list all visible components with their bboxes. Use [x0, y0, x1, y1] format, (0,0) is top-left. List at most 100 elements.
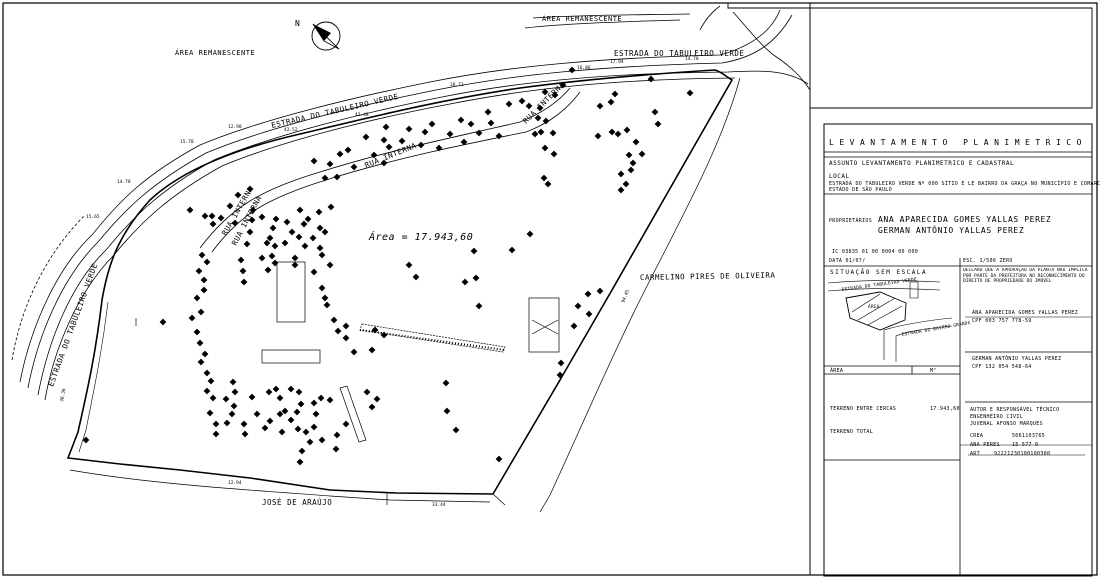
tree-marker	[200, 276, 208, 284]
tree-marker	[229, 378, 237, 386]
tree-marker	[159, 318, 167, 326]
tree-marker	[222, 395, 230, 403]
tree-marker	[310, 423, 318, 431]
tree-marker	[301, 242, 309, 250]
tree-marker	[333, 173, 341, 181]
tb-crea-label: CREA	[970, 433, 983, 439]
tree-marker	[281, 407, 289, 415]
tree-marker	[344, 146, 352, 154]
tree-marker	[607, 98, 615, 106]
tb-key-estrada: ESTRADA DO TABULEIRO VERDE	[841, 276, 917, 292]
tree-marker	[435, 144, 443, 152]
tree-marker	[475, 302, 483, 310]
tree-marker	[310, 157, 318, 165]
tree-marker	[475, 129, 483, 137]
tree-marker	[226, 202, 234, 210]
building-3	[528, 297, 560, 353]
tree-marker	[295, 388, 303, 396]
tb-title: LEVANTAMENTO PLANIMETRICO	[829, 138, 1087, 147]
tree-marker	[209, 394, 217, 402]
tree-marker	[550, 150, 558, 158]
tree-marker	[398, 137, 406, 145]
tree-marker	[316, 224, 324, 232]
tree-marker	[625, 151, 633, 159]
tree-marker	[230, 402, 238, 410]
tree-marker	[82, 436, 90, 444]
tree-marker	[544, 180, 552, 188]
tree-marker	[334, 327, 342, 335]
tree-marker	[611, 90, 619, 98]
dim-label: 17.94	[610, 59, 624, 65]
tree-marker	[234, 191, 242, 199]
tb-m2-col: M²	[930, 368, 937, 374]
tree-marker	[198, 251, 206, 259]
tree-marker	[327, 203, 335, 211]
tree-marker	[266, 417, 274, 425]
tree-marker	[246, 228, 254, 236]
tree-marker	[446, 130, 454, 138]
tree-marker	[253, 410, 261, 418]
tree-marker	[209, 220, 217, 228]
tree-marker	[249, 206, 257, 214]
tree-marker	[288, 228, 296, 236]
north-label: N	[295, 19, 300, 28]
tb-date: DATA 01/07/	[829, 258, 865, 264]
tb-key-area: ÁREA	[868, 303, 880, 310]
tree-marker	[350, 348, 358, 356]
building-2	[261, 349, 321, 364]
tree-marker	[268, 252, 276, 260]
tree-marker	[585, 310, 593, 318]
tb-area-col: ÁREA	[830, 367, 843, 374]
tree-marker	[269, 224, 277, 232]
neighbour-line-bottom	[69, 469, 491, 503]
tree-marker	[534, 114, 542, 122]
tree-marker	[614, 130, 622, 138]
tree-marker	[265, 388, 273, 396]
situacao-map	[827, 280, 953, 362]
tree-marker	[310, 268, 318, 276]
tb-sign1-name: ANA APARECIDA GOMES YALLAS PEREZ	[972, 310, 1078, 316]
tree-marker	[368, 346, 376, 354]
label-road-top-right: ESTRADA DO TABULEIRO VERDE	[614, 49, 744, 58]
tree-marker	[323, 301, 331, 309]
tree-marker	[188, 314, 196, 322]
tree-marker	[276, 394, 284, 402]
tb-art-label: ART	[970, 451, 980, 457]
tb-local-label: LOCAL	[829, 173, 850, 180]
tree-marker	[368, 403, 376, 411]
tree-marker	[551, 91, 559, 99]
tree-marker	[240, 278, 248, 286]
tree-marker	[342, 420, 350, 428]
tree-marker	[217, 214, 225, 222]
label-carmelino: CARMELINO PIRES DE OLIVEIRA	[640, 271, 776, 282]
tree-marker	[405, 125, 413, 133]
tree-marker	[271, 259, 279, 267]
tb-situacao: SITUAÇÃO SEM ESCALA	[830, 269, 927, 276]
tree-marker	[470, 247, 478, 255]
tree-marker	[380, 159, 388, 167]
tree-marker	[246, 185, 254, 193]
tree-marker	[537, 128, 545, 136]
tree-marker	[321, 228, 329, 236]
dim-label: 38.36	[59, 388, 67, 403]
tree-marker	[321, 294, 329, 302]
tree-marker	[452, 426, 460, 434]
tree-marker	[371, 326, 379, 334]
tree-marker	[617, 170, 625, 178]
dim-label: 14.78	[117, 179, 131, 185]
tree-marker	[296, 458, 304, 466]
tree-marker	[266, 234, 274, 242]
dim-label: 12.94	[228, 480, 242, 486]
tree-marker	[203, 258, 211, 266]
tree-marker	[559, 81, 567, 89]
tree-marker	[231, 388, 239, 396]
tb-autor-role: ENGENHEIRO CIVIL	[970, 414, 1023, 420]
tree-marker	[541, 144, 549, 152]
tree-marker	[241, 430, 249, 438]
tree-marker	[467, 120, 475, 128]
tree-marker	[212, 420, 220, 428]
dim-label: 14.78	[685, 56, 699, 62]
tree-marker	[291, 261, 299, 269]
tree-marker	[287, 385, 295, 393]
upper-right-frame	[727, 3, 1093, 109]
